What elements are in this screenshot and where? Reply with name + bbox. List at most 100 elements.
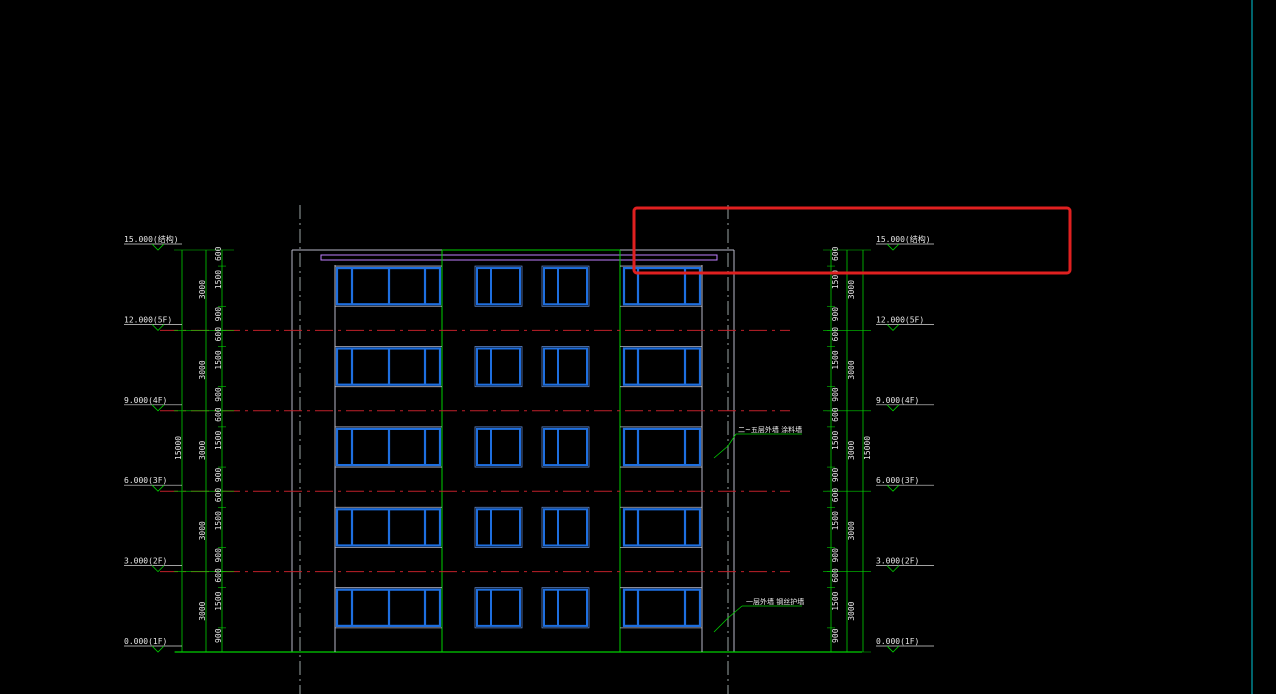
- note-lower-leader: [713, 605, 743, 633]
- overlay: [632, 206, 1072, 275]
- core-window-frame-1-1: [541, 346, 590, 388]
- core-window-frame-0-1: [541, 265, 590, 307]
- window-right-4: [622, 588, 702, 627]
- dimension-chains: 600 1500 900 3000 600 1500 900 3000 600 1500 900 30…: [174, 246, 872, 653]
- level-markers: 15.000(结构) 15.000(结构) 12.000(5F) 12.000(5F)…: [124, 234, 934, 653]
- core-window-0-0: [476, 267, 521, 306]
- dim-floor-label-r-2: 3000: [847, 441, 856, 460]
- level-triangle-l-4: [151, 565, 165, 573]
- dim-total-label-r: 15000: [863, 436, 872, 460]
- level-label-r-5: 0.000(1F): [876, 637, 919, 646]
- level-triangle-l-3: [151, 484, 165, 492]
- parapet: [320, 254, 718, 261]
- dim-floor-label-l-0: 3000: [198, 280, 207, 299]
- core-window-frame-4-0: [474, 587, 523, 629]
- dim-seg-label-l-0-1: 1500: [214, 270, 223, 289]
- dim-total-label-l: 15000: [174, 436, 183, 460]
- core-window-frame-3-0: [474, 506, 523, 548]
- dim-seg-label-r-4-0: 600: [831, 568, 840, 583]
- dim-floor-label-r-3: 3000: [847, 521, 856, 540]
- dim-seg-label-l-2-2: 900: [214, 468, 223, 483]
- level-label-l-2: 9.000(4F): [124, 396, 167, 405]
- note-upper-leader: [713, 433, 737, 459]
- dim-seg-label-r-2-0: 600: [831, 407, 840, 422]
- dim-seg-label-l-3-2: 900: [214, 548, 223, 563]
- dim-floor-label-r-0: 3000: [847, 280, 856, 299]
- core-window-1-1: [543, 347, 588, 386]
- dim-seg-label-l-4-0: 600: [214, 568, 223, 583]
- dim-seg-label-r-2-1: 1500: [831, 431, 840, 450]
- level-triangle-r-0: [886, 243, 900, 251]
- note-lower: 一层外墙 钢丝护墙: [746, 597, 804, 606]
- highlight-box: [632, 206, 1072, 275]
- core-window-frame-0-0: [474, 265, 523, 307]
- core-window-frame-1-0: [474, 346, 523, 388]
- dim-seg-label-l-2-0: 600: [214, 407, 223, 422]
- dim-seg-label-r-0-0: 600: [831, 246, 840, 261]
- core-window-2-0: [476, 427, 521, 467]
- dim-seg-label-r-3-0: 600: [831, 488, 840, 503]
- core-window-frame-3-1: [541, 506, 590, 548]
- core-window-frame-2-0: [474, 426, 523, 468]
- level-label-r-1: 12.000(5F): [876, 315, 924, 324]
- level-triangle-r-5: [886, 645, 900, 653]
- dim-seg-label-l-4-2: 900: [214, 628, 223, 643]
- core-window-3-0: [476, 508, 521, 547]
- dim-seg-label-l-2-1: 1500: [214, 431, 223, 450]
- static-geometry: [175, 0, 1253, 694]
- level-label-l-3: 6.000(3F): [124, 476, 167, 485]
- windows-group: [335, 265, 702, 629]
- note-upper: 二~五层外墙 涂料墙: [738, 425, 802, 434]
- dim-seg-label-r-1-1: 1500: [831, 350, 840, 369]
- level-triangle-r-4: [886, 565, 900, 573]
- dim-floor-label-l-1: 3000: [198, 360, 207, 379]
- dim-seg-label-l-0-0: 600: [214, 246, 223, 261]
- level-triangle-r-2: [886, 404, 900, 412]
- dim-seg-label-r-4-1: 1500: [831, 591, 840, 610]
- dim-seg-label-r-3-2: 900: [831, 548, 840, 563]
- core-window-0-1: [543, 267, 588, 306]
- level-triangle-l-0: [151, 243, 165, 251]
- level-triangle-r-1: [886, 324, 900, 331]
- dim-seg-label-l-0-2: 900: [214, 307, 223, 322]
- dim-floor-label-r-1: 3000: [847, 360, 856, 379]
- core-window-1-0: [476, 347, 521, 386]
- dim-floor-label-l-3: 3000: [198, 521, 207, 540]
- core-window-4-1: [543, 588, 588, 627]
- level-label-r-3: 6.000(3F): [876, 476, 919, 485]
- dim-seg-label-r-0-1: 1500: [831, 270, 840, 289]
- window-right-1: [622, 347, 702, 386]
- dim-seg-label-r-3-1: 1500: [831, 511, 840, 530]
- dim-seg-label-r-1-0: 600: [831, 327, 840, 342]
- window-right-3: [622, 508, 702, 547]
- dim-floor-label-l-4: 3000: [198, 601, 207, 620]
- core-window-frame-4-1: [541, 587, 590, 629]
- dim-seg-label-l-4-1: 1500: [214, 591, 223, 610]
- dim-seg-label-r-2-2: 900: [831, 468, 840, 483]
- dim-floor-label-r-4: 3000: [847, 601, 856, 620]
- level-label-r-2: 9.000(4F): [876, 396, 919, 405]
- core-window-3-1: [543, 508, 588, 547]
- axis-lines: [160, 205, 790, 694]
- dim-seg-label-r-1-2: 900: [831, 387, 840, 402]
- dim-floor-label-l-2: 3000: [198, 441, 207, 460]
- level-label-r-4: 3.000(2F): [876, 557, 919, 566]
- dim-seg-label-l-1-1: 1500: [214, 350, 223, 369]
- window-right-0: [622, 266, 702, 306]
- level-triangle-r-3: [886, 484, 900, 492]
- dim-seg-label-r-4-2: 900: [831, 628, 840, 643]
- level-triangle-l-2: [151, 404, 165, 412]
- dim-seg-label-l-3-1: 1500: [214, 511, 223, 530]
- level-label-l-0: 15.000(结构): [124, 234, 179, 244]
- core-window-4-0: [476, 588, 521, 627]
- level-triangle-l-1: [151, 324, 165, 331]
- level-label-l-1: 12.000(5F): [124, 315, 172, 324]
- core-window-2-1: [543, 427, 588, 467]
- level-label-r-0: 15.000(结构): [876, 234, 931, 244]
- dim-seg-label-l-1-0: 600: [214, 327, 223, 342]
- core-window-frame-2-1: [541, 426, 590, 468]
- dim-seg-label-r-0-2: 900: [831, 307, 840, 322]
